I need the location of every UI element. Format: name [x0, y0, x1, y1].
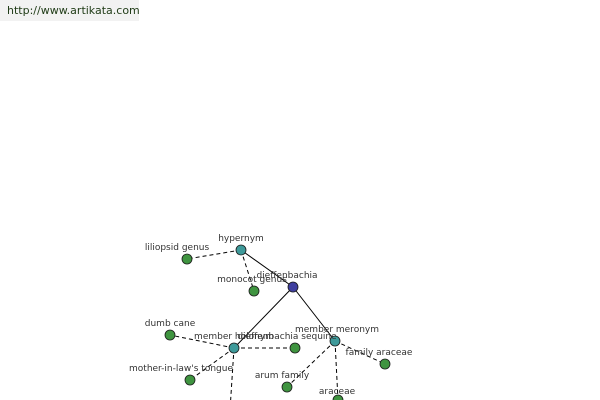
edge-member_meronym-araceae: [334, 340, 339, 400]
edge-center-member_meronym: [292, 286, 336, 342]
node-monocot-genus[interactable]: [248, 285, 260, 297]
node-family-araceae[interactable]: [379, 358, 391, 370]
node-label-liliopsid-genus[interactable]: liliopsid genus: [145, 243, 210, 253]
node-label-center[interactable]: dieffenbachia: [256, 271, 317, 281]
node-dieffenbachia-sequine[interactable]: [289, 342, 301, 354]
node-dumb-cane[interactable]: [164, 329, 176, 341]
node-label-member-meronym[interactable]: member meronym: [295, 325, 379, 335]
edge-hypernym-monocot_genus: [240, 249, 255, 292]
edge-member_holonym-dumb_cane: [169, 334, 235, 349]
edge-center-hypernym: [240, 249, 294, 288]
node-hypernym[interactable]: [235, 244, 247, 256]
node-label-monocot-genus[interactable]: monocot genus: [217, 275, 287, 285]
node-araceae[interactable]: [332, 394, 344, 400]
node-label-araceae[interactable]: araceae: [319, 387, 356, 397]
edge-center-member_holonym: [233, 286, 294, 349]
node-liliopsid-genus[interactable]: [181, 253, 193, 265]
node-member-holonym[interactable]: [228, 342, 240, 354]
node-center[interactable]: [287, 281, 299, 293]
graph-nodes: dieffenbachia hypernym member holonym membe…: [129, 234, 413, 400]
node-label-member-holonym[interactable]: member holonym: [194, 332, 274, 342]
edge-member_holonym-offscreen_below: [230, 347, 235, 400]
node-label-dieffenbachia-sequine[interactable]: dieffenbachia sequine: [237, 332, 337, 342]
edge-member_holonym-mother_in_law: [189, 347, 235, 381]
node-label-dumb-cane[interactable]: dumb cane: [145, 319, 196, 329]
node-label-family-araceae[interactable]: family araceae: [346, 348, 413, 358]
edge-hypernym-liliopsid_genus: [186, 249, 242, 260]
node-label-hypernym[interactable]: hypernym: [218, 234, 264, 244]
node-member-meronym[interactable]: [329, 335, 341, 347]
graph-edges: [169, 249, 386, 400]
node-arum-family[interactable]: [281, 381, 293, 393]
artikata-link[interactable]: http://www.artikata.com: [0, 0, 140, 21]
edge-member_meronym-family_araceae: [334, 340, 386, 365]
node-label-arum-family[interactable]: arum family: [255, 371, 310, 381]
node-label-mother-in-law[interactable]: mother-in-law's tongue: [129, 364, 233, 374]
node-mother-in-law[interactable]: [184, 374, 196, 386]
